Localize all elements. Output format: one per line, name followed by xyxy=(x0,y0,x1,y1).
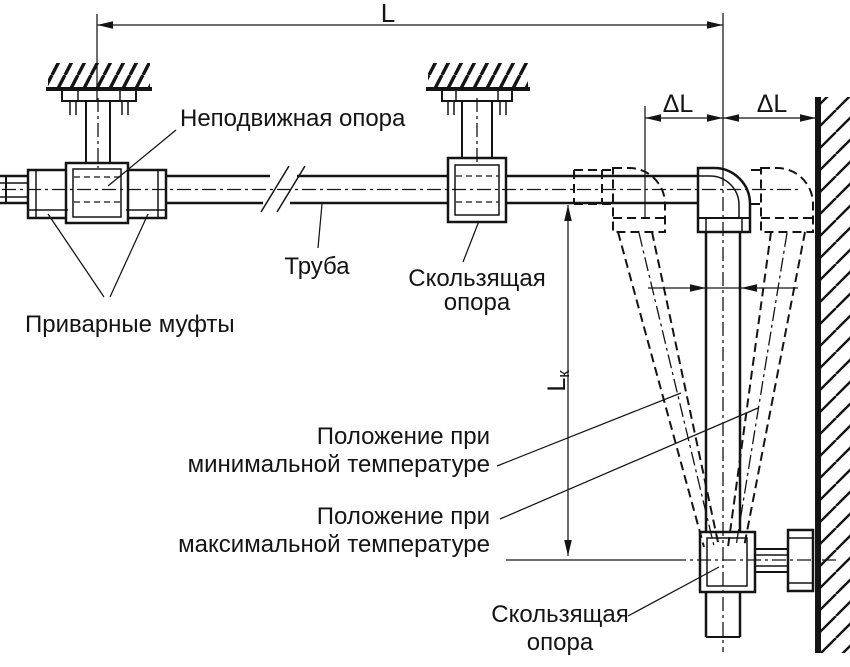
dimension-delta-L: ΔL ΔL xyxy=(644,90,816,218)
arrow-down-icon xyxy=(564,540,572,556)
ceiling-right xyxy=(426,63,530,91)
pipe-break-mark xyxy=(260,165,290,213)
welded-couplings-label: Приварные муфты xyxy=(25,311,235,338)
fixed-support-plate xyxy=(61,89,137,102)
sliding-support-bottom-label-line1: Скользящая xyxy=(491,601,629,628)
position-min-label-line1: Положение при xyxy=(317,423,490,450)
position-min-label-line2: минимальной температуре xyxy=(188,451,490,478)
leader-lines xyxy=(47,129,759,617)
leader-position-min xyxy=(496,392,682,467)
arrow-up-icon xyxy=(564,205,572,221)
leader-pipe xyxy=(317,203,323,249)
leader-coupling-left xyxy=(47,213,105,298)
dimension-Lk-label: Lк xyxy=(543,370,573,392)
pipe-label: Труба xyxy=(284,253,350,280)
phantom-leg-min xyxy=(617,231,705,548)
welded-coupling-left xyxy=(26,168,70,220)
arrow-left-icon xyxy=(723,114,739,122)
elbow xyxy=(696,166,752,234)
welded-coupling-right xyxy=(124,168,168,220)
arrow-left-icon xyxy=(741,284,757,292)
leader-fixed-support xyxy=(107,129,177,187)
fixed-support-label: Неподвижная опора xyxy=(180,105,406,132)
wall xyxy=(815,97,850,653)
arrow-right-icon xyxy=(707,114,723,122)
sliding-support-top-label-line2: опора xyxy=(444,289,511,316)
ceiling-left xyxy=(46,63,152,91)
arrow-right-icon xyxy=(690,284,706,292)
wall-hatch xyxy=(821,97,850,653)
sliding-support-bottom-label-line2: опора xyxy=(527,629,594,656)
dimension-L: L xyxy=(96,0,723,100)
arrow-left-icon xyxy=(645,114,661,122)
arrow-right-icon xyxy=(800,114,816,122)
fixed-support-assembly xyxy=(26,89,168,225)
leader-sliding-support-top xyxy=(462,220,480,263)
phantom-position-max-temp xyxy=(727,167,814,548)
text-labels: Неподвижная опора Труба Приварные муфты … xyxy=(25,105,629,656)
phantom-elbow-max xyxy=(760,167,814,233)
dimension-L-label: L xyxy=(381,0,395,28)
dimension-dL-left-label: ΔL xyxy=(663,90,694,118)
centerlines xyxy=(2,13,836,652)
ceiling-hatch-left xyxy=(48,63,150,88)
pipe-width-arrows xyxy=(648,284,798,292)
leader-coupling-right xyxy=(109,213,149,298)
arrow-right-icon xyxy=(707,21,723,29)
fixed-support-block xyxy=(64,161,130,225)
position-max-label-line2: максимальной температуре xyxy=(178,531,490,558)
phantom-position-min-temp xyxy=(573,167,720,548)
position-max-label-line1: Положение при xyxy=(317,503,490,530)
dimension-dL-right-label: ΔL xyxy=(757,90,788,118)
sliding-support-top-label-line1: Скользящая xyxy=(408,265,546,292)
dimension-Lk: Lк xyxy=(543,205,573,556)
phantom-leg-max xyxy=(727,231,772,548)
elbow-body xyxy=(696,166,752,234)
arrow-left-icon xyxy=(97,21,113,29)
leader-sliding-support-bottom xyxy=(627,566,720,617)
leader-position-max xyxy=(499,407,759,520)
ceiling-hatch-right xyxy=(428,63,528,88)
phantom-elbow-min xyxy=(612,167,666,233)
